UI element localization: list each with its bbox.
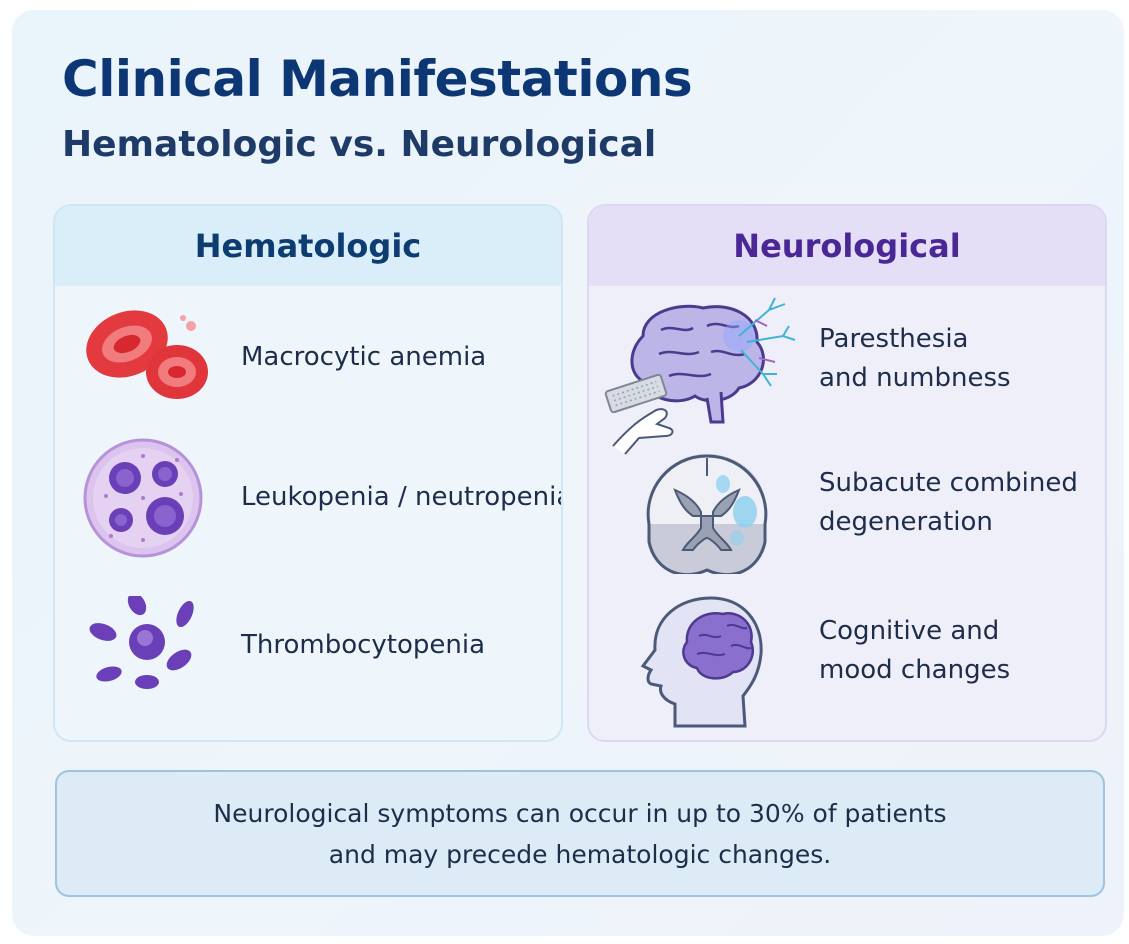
neurological-heading: Neurological <box>589 206 1105 286</box>
hematologic-item-anemia: Macrocytic anemia <box>55 298 561 418</box>
red-blood-cells-icon <box>86 310 208 399</box>
neurological-label: Paresthesia and numbness <box>819 320 1011 398</box>
neurological-label: Subacute combined degeneration <box>819 464 1078 542</box>
neurological-label: Cognitive and mood changes <box>819 612 1010 690</box>
footnote-line2: and may precede hematologic changes. <box>328 839 832 869</box>
neurological-label-line2: and numbness <box>819 363 1011 393</box>
hematologic-label: Macrocytic anemia <box>241 342 487 372</box>
footnote-line1: Neurological symptoms can occur in up to… <box>213 798 947 828</box>
neurological-label-line1: Cognitive and <box>819 616 1000 646</box>
hematologic-item-thrombocytopenia: Thrombocytopenia <box>55 586 561 696</box>
brain-nerves-icon <box>604 297 796 455</box>
neurological-item-paresthesia: Paresthesia and numbness <box>589 294 1105 455</box>
page-title: Clinical Manifestations <box>62 50 693 108</box>
neurological-panel: Neurological Paresthesia and numbness <box>587 204 1107 742</box>
neurological-item-cognitive: Cognitive and mood changes <box>589 594 1105 734</box>
neurological-label-line1: Subacute combined <box>819 468 1078 498</box>
white-blood-cell-icon <box>83 438 203 558</box>
spinal-cord-section-icon <box>646 454 768 574</box>
head-brain-icon <box>640 596 763 728</box>
hematologic-heading: Hematologic <box>55 206 561 286</box>
hematologic-panel: Hematologic Macrocytic anemia <box>53 204 563 742</box>
hematologic-label: Thrombocytopenia <box>241 630 486 660</box>
hematologic-label: Leukopenia / neutropenia <box>241 482 563 512</box>
neurological-label-line2: degeneration <box>819 507 993 537</box>
hematologic-item-leukopenia: Leukopenia / neutropenia <box>55 434 561 564</box>
page-subtitle: Hematologic vs. Neurological <box>62 124 657 165</box>
neurological-label-line1: Paresthesia <box>819 324 969 354</box>
neurological-item-degeneration: Subacute combined degeneration <box>589 450 1105 580</box>
platelets-icon <box>89 596 194 689</box>
footnote-box: Neurological symptoms can occur in up to… <box>55 770 1105 897</box>
neurological-label-line2: mood changes <box>819 655 1011 685</box>
infographic-card: Clinical Manifestations Hematologic vs. … <box>12 10 1124 936</box>
